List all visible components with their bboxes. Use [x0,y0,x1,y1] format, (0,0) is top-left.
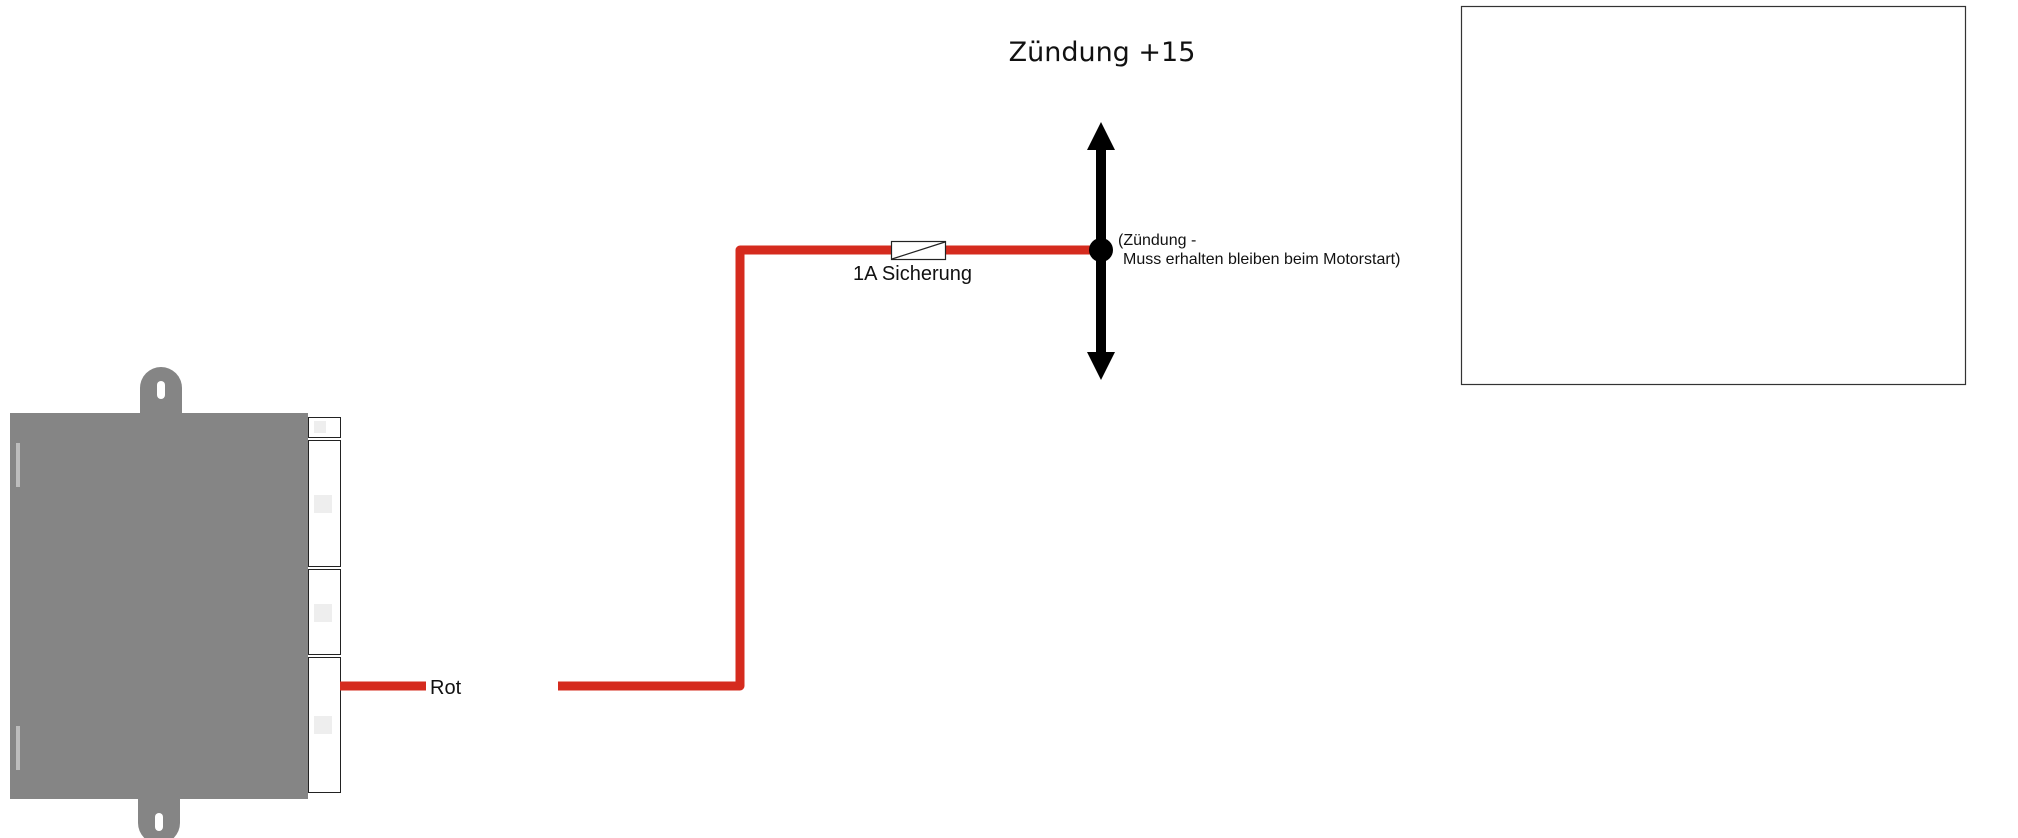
module-connectors [308,417,341,793]
arrow-up-icon [1087,122,1115,150]
red-wire-main [558,245,1100,691]
placeholder-frame [1460,5,1967,386]
control-module [10,367,341,838]
module-side-mark [16,443,20,487]
module-side-mark [16,726,20,770]
connector-pin-mark [314,604,332,622]
wire-color-label: Rot [430,677,462,699]
ignition-note-line1: (Zündung - [1118,232,1196,249]
connector-pin-mark [314,495,332,513]
ignition-line [1087,122,1115,380]
ignition-note-line2: Muss erhalten bleiben beim Motorstart) [1123,251,1400,268]
fuse-element [891,241,946,260]
diagram-title: Zündung +15 [1009,37,1196,68]
fuse-symbol [890,240,947,261]
top-mounting-hole [157,381,165,399]
arrow-down-icon [1087,352,1115,380]
module-body [10,413,308,799]
junction-dot [1089,238,1113,262]
bottom-mounting-hole [155,813,163,831]
connector-pin-mark [314,421,326,433]
connector-pin-mark [314,716,332,734]
fuse-label: 1A Sicherung [853,263,972,285]
